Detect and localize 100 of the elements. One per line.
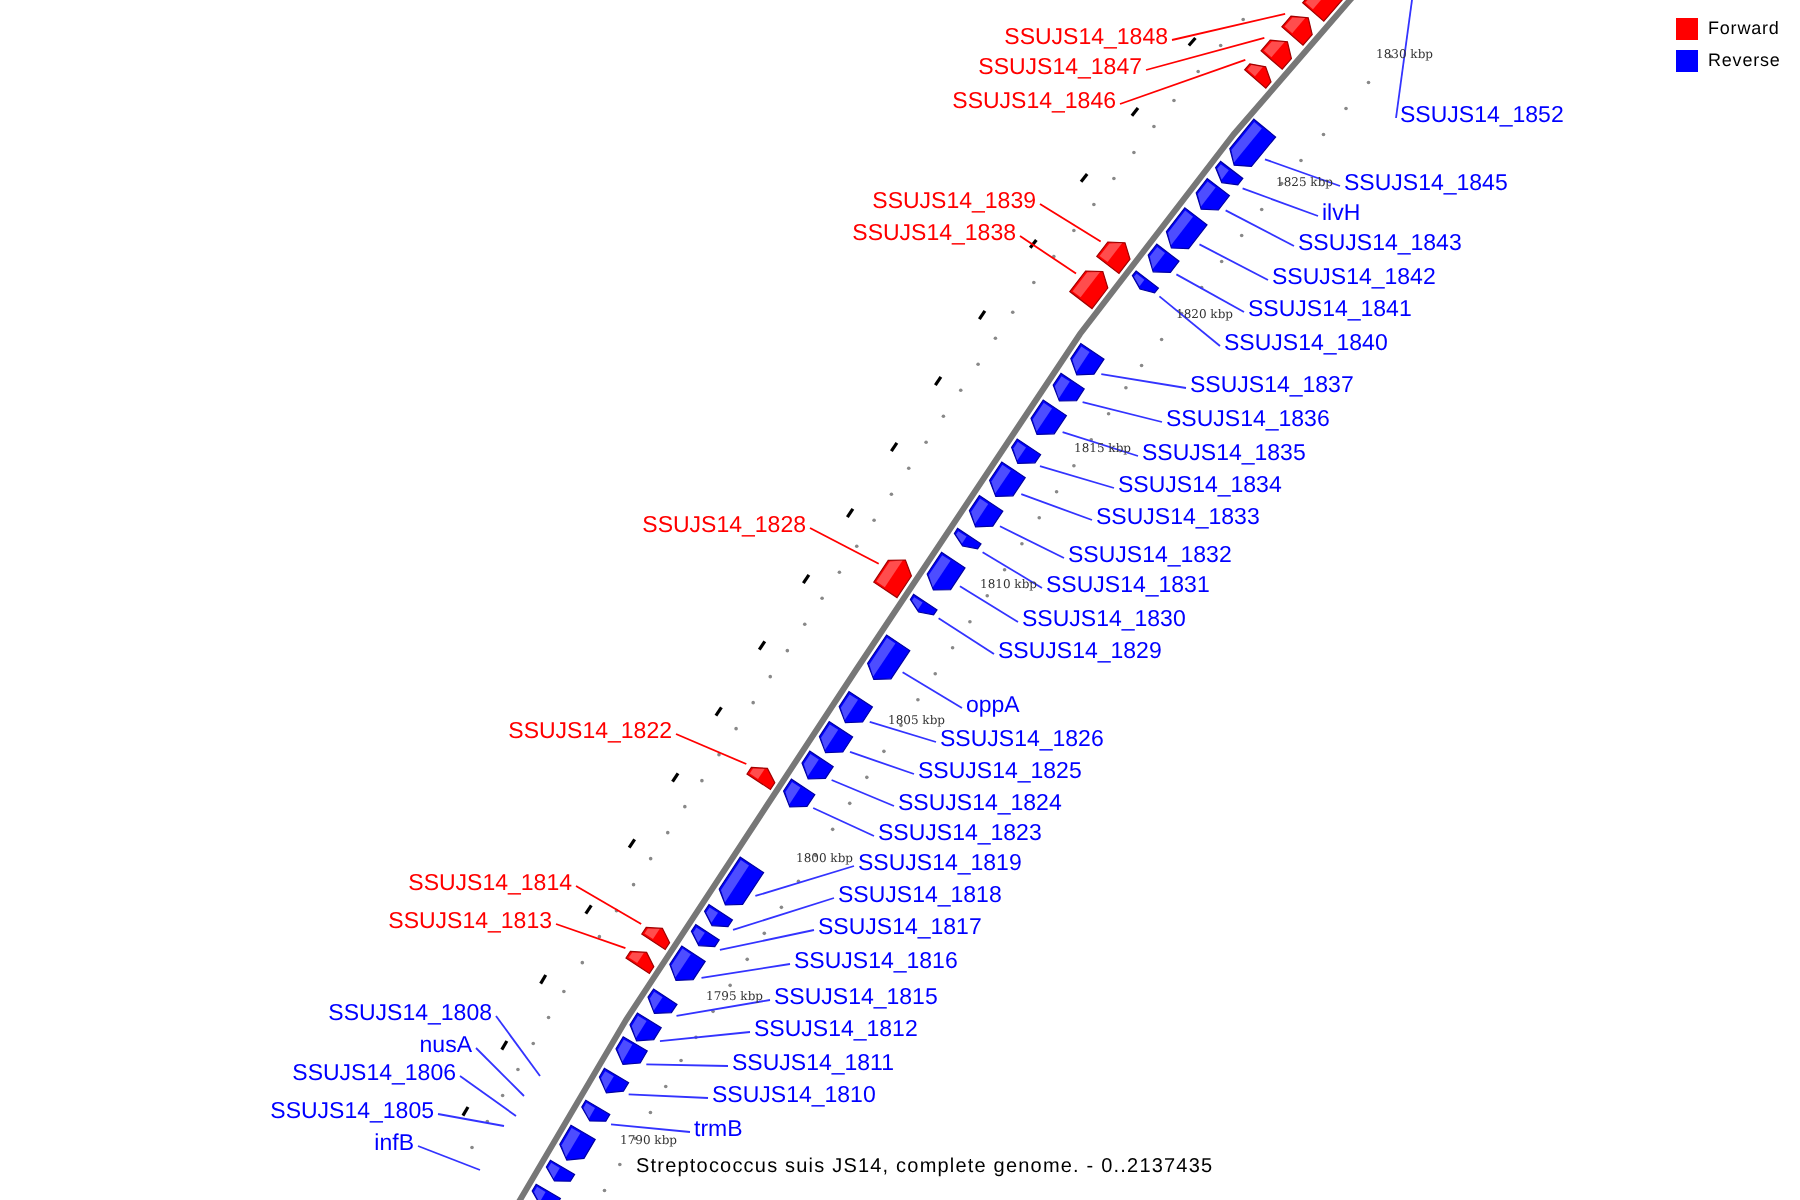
gene-block [718, 856, 765, 906]
leader-line [1081, 401, 1163, 423]
leader-line [719, 929, 815, 951]
gene-label: SSUJS14_1845 [1344, 172, 1508, 198]
leader-line [1100, 373, 1187, 389]
leader-line [809, 527, 880, 565]
gene-block [1195, 177, 1231, 211]
leader-line [1039, 465, 1115, 489]
gene-block [838, 690, 874, 724]
gene-block [866, 634, 911, 680]
leader-line [417, 1145, 481, 1171]
gene-block [1095, 241, 1131, 275]
gene-label: SSUJS14_1828 [642, 514, 806, 540]
leader-line [901, 671, 963, 709]
gene-label: SSUJS14_1843 [1298, 232, 1462, 258]
gene-block [1243, 63, 1272, 90]
gene-label: nusA [419, 1034, 472, 1060]
gene-label: SSUJS14_1836 [1166, 408, 1330, 434]
leader-line [575, 885, 643, 925]
leader-line [1198, 243, 1269, 281]
gene-block [598, 1067, 630, 1094]
leader-line [1264, 158, 1341, 187]
leader-line [1020, 493, 1093, 521]
leader-line [830, 779, 895, 807]
gene-label: trmB [694, 1118, 743, 1144]
gene-label: SSUJS14_1831 [1046, 574, 1210, 600]
leader-line [732, 897, 835, 931]
gene-label: SSUJS14_1834 [1118, 474, 1282, 500]
leader-line [1224, 209, 1295, 247]
leader-line [1145, 36, 1266, 71]
leader-line [1175, 273, 1245, 313]
leader-line [812, 807, 875, 837]
gene-label: SSUJS14_1838 [852, 222, 1016, 248]
leader-line [999, 525, 1065, 559]
gene-block [1010, 438, 1042, 464]
gene-block [690, 923, 721, 948]
gene-label: SSUJS14_1837 [1190, 374, 1354, 400]
leader-line [627, 1093, 709, 1099]
leader-line [1241, 187, 1319, 217]
leader-line [610, 1123, 691, 1133]
gene-block [988, 461, 1027, 497]
gene-block [968, 494, 1004, 528]
gene-label: SSUJS14_1830 [1022, 608, 1186, 634]
gene-block [559, 1124, 597, 1161]
leader-line [1019, 235, 1077, 275]
gene-label: SSUJS14_1847 [978, 56, 1142, 82]
gene-block [926, 551, 966, 591]
gene-block [818, 720, 854, 754]
gene-label: ilvH [1322, 202, 1361, 228]
gene-label: SSUJS14_1852 [1400, 104, 1564, 130]
gene-block [581, 1099, 611, 1122]
leader-line [459, 1075, 517, 1117]
leader-line [675, 733, 748, 765]
leader-line [1171, 12, 1287, 41]
leader-line [981, 551, 1043, 589]
gene-label: SSUJS14_1823 [878, 822, 1042, 848]
gene-label: SSUJS14_1835 [1142, 442, 1306, 468]
leader-line [937, 617, 995, 655]
gene-block [782, 778, 816, 808]
gene-label: SSUJS14_1812 [754, 1018, 918, 1044]
gene-label: SSUJS14_1816 [794, 950, 958, 976]
gene-label: SSUJS14_1805 [270, 1100, 434, 1126]
gene-label: SSUJS14_1808 [328, 1002, 492, 1028]
caption: Streptococcus suis JS14, complete genome. - 0..2137435 [636, 1156, 1214, 1178]
gene-label: SSUJS14_1848 [1004, 26, 1168, 52]
legend-label: Forward [1708, 18, 1780, 38]
gene-block [615, 1035, 648, 1066]
gene-block [1165, 206, 1208, 250]
gene-label: SSUJS14_1832 [1068, 544, 1232, 570]
gene-label: SSUJS14_1822 [508, 720, 672, 746]
gene-block [1030, 399, 1068, 435]
gene-label: SSUJS14_1846 [952, 90, 1116, 116]
gene-block [703, 903, 734, 928]
leader-line [1119, 58, 1247, 105]
gene-block [1301, 0, 1345, 23]
leader-line [700, 963, 791, 979]
gene-label: SSUJS14_1824 [898, 792, 1062, 818]
leader-line [495, 1015, 541, 1077]
leader-line [754, 865, 855, 897]
gene-block [669, 945, 707, 981]
leader-line [1061, 431, 1139, 457]
gene-label: SSUJS14_1806 [292, 1062, 456, 1088]
gene-block [1280, 15, 1313, 47]
gene-label: SSUJS14_1840 [1224, 332, 1388, 358]
gene-label: SSUJS14_1813 [388, 910, 552, 936]
leader-line [675, 999, 771, 1017]
gene-block [1214, 160, 1244, 186]
gene-label: SSUJS14_1829 [998, 640, 1162, 666]
gene-label: SSUJS14_1818 [838, 884, 1002, 910]
gene-block [1131, 270, 1160, 294]
gene-label: SSUJS14_1825 [918, 760, 1082, 786]
gene-block [1070, 342, 1105, 376]
leader-line [659, 1031, 751, 1043]
leader-line [645, 1063, 729, 1067]
gene-label: SSUJS14_1817 [818, 916, 982, 942]
gene-label: SSUJS14_1826 [940, 728, 1104, 754]
leader-line [1395, 0, 1413, 119]
gene-block [1260, 39, 1293, 71]
leader-line [437, 1113, 505, 1127]
gene-label: SSUJS14_1815 [774, 986, 938, 1012]
